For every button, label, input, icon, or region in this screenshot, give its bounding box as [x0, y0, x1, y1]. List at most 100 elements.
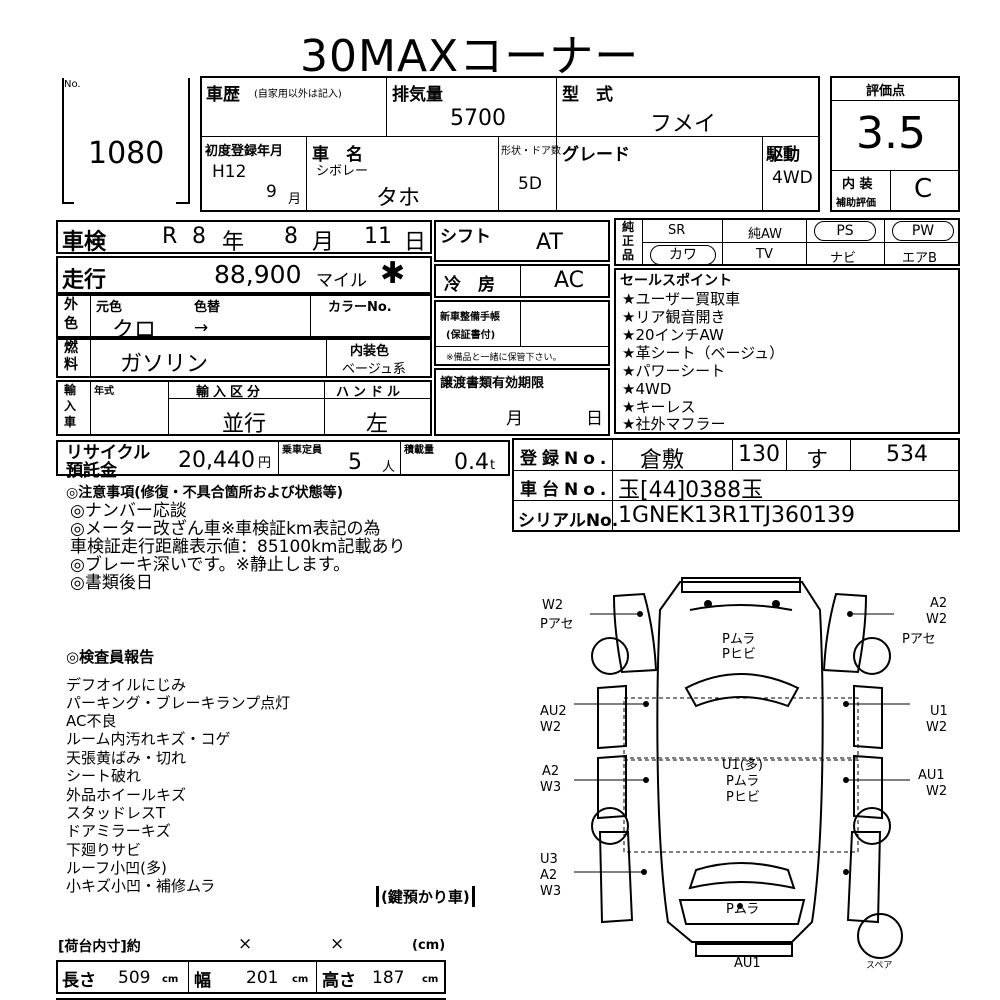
equip-sr: SR [668, 223, 686, 238]
car-model: タホ [376, 186, 421, 211]
diagram-hood-2: Pヒビ [722, 647, 756, 662]
registration-class: 130 [738, 442, 780, 467]
equip-alloy-wheel: 純AW [748, 227, 783, 242]
aircon-label: 冷 房 [444, 275, 495, 295]
inspector-item-7: 外品ホイールキズ [66, 786, 187, 804]
equip-airbag: エアB [902, 251, 937, 266]
transfer-day-unit: 日 [586, 409, 603, 429]
import-label: 輸入車 [64, 383, 77, 429]
first-reg-era: H12 [212, 162, 247, 182]
diagram-hood-1: Pムラ [722, 632, 756, 647]
transfer-box [434, 368, 610, 436]
inspection-year: 8 [192, 224, 206, 249]
lot-number: 1080 [88, 136, 165, 171]
import-type-value: 並行 [222, 412, 267, 437]
sales-point-1: ★ユーザー買取車 [622, 290, 741, 308]
cargo-times-1: × [238, 934, 253, 954]
diagram-bumper: AU1 [734, 956, 761, 971]
color-change-label: 色替 [194, 300, 221, 315]
diagram-rrd-1: AU1 [918, 768, 945, 783]
note-line-1: ◎ナンバー応談 [70, 501, 187, 521]
diagram-lrd-2: W3 [540, 780, 562, 795]
shift-label: シフト [440, 227, 491, 247]
sales-point-2: ★リア観音開き [622, 308, 726, 326]
diagram-lfd-2: W2 [540, 720, 562, 735]
fuel-label: 燃料 [64, 340, 78, 373]
registration-number: 534 [886, 442, 928, 467]
score-box [830, 76, 960, 212]
transfer-label: 譲渡書類有効期限 [440, 376, 545, 391]
equip-tv: TV [756, 247, 773, 262]
sales-point-7: ★キーレス [622, 398, 696, 416]
equip-navi: ナビ [830, 251, 857, 266]
registration-box [512, 438, 960, 532]
note-line-5: ◎書類後日 [70, 573, 153, 593]
inspector-item-8: スタッドレスT [66, 804, 166, 822]
score-label: 評価点 [866, 84, 906, 99]
displacement-value: 5700 [450, 106, 506, 131]
recycle-unit: 円 [258, 456, 272, 471]
mileage-label: 走行 [62, 268, 107, 293]
diagram-lrq-1: U3 [540, 852, 558, 867]
recycle-value: 20,440 [178, 448, 255, 473]
inspection-month: 8 [284, 224, 298, 249]
score-value: 3.5 [856, 108, 926, 159]
drive-label: 駆動 [766, 145, 800, 165]
equipment-label: 純正品 [622, 220, 635, 262]
diagram-spare: スペア [866, 961, 893, 971]
drive-value: 4WD [772, 168, 813, 188]
inspector-item-3: AC不良 [66, 712, 117, 730]
load-value: 0.4 [454, 450, 489, 475]
shift-value: AT [536, 230, 563, 255]
first-reg-month-unit: 月 [288, 192, 302, 207]
vehicle-info-box [200, 76, 820, 212]
recycle-label-1: リサイクル [66, 443, 151, 463]
note-line-2: ◎メーター改ざん車※車検証km表記の為 [70, 519, 381, 539]
width-label: 幅 [194, 971, 211, 991]
sales-points-box [614, 268, 960, 434]
shift-box [434, 220, 610, 262]
inspection-era: R [162, 224, 178, 249]
diagram-roof-3: Pヒビ [726, 790, 760, 805]
doors-value: 5D [518, 174, 542, 194]
color-change-arrow: → [194, 318, 209, 338]
model-type-value: フメイ [650, 112, 717, 137]
diagram-rear: Pムラ [726, 902, 760, 917]
inspection-label: 車検 [62, 230, 107, 255]
inspection-day: 11 [364, 224, 392, 249]
sales-point-8: ★社外マフラー [622, 415, 726, 433]
color-code-label: カラーNo. [328, 300, 392, 315]
diagram-fl-2: Pアセ [540, 617, 574, 632]
new-car-manual-label-2: (保証書付) [446, 330, 496, 341]
handle-label: ハンドル [336, 385, 405, 400]
car-maker: シボレー [316, 164, 369, 179]
registration-label: 登録No. [520, 449, 612, 469]
mileage-unit: マイル [316, 271, 367, 291]
diagram-rfd-1: U1 [930, 704, 948, 719]
first-reg-month: 9 [266, 182, 277, 202]
interior-color-value: ベージュ系 [342, 362, 406, 377]
serial-label: シリアルNo. [518, 511, 619, 531]
inspector-item-9: ドアミラーキズ [66, 822, 171, 840]
history-label: 車歴 [206, 85, 240, 105]
inspection-year-unit: 年 [222, 230, 245, 255]
diagram-lrq-3: W3 [540, 884, 562, 899]
sales-point-4: ★革シート（ベージュ） [622, 344, 785, 362]
capacity-value: 5 [348, 450, 362, 475]
new-car-manual-note: ※備品と一緒に保管下さい。 [446, 353, 562, 363]
mileage-mark: ✱ [380, 256, 406, 291]
length-unit: cm [162, 974, 179, 985]
cargo-times-2: × [330, 934, 345, 954]
inspector-item-5: 天張黄ばみ・切れ [66, 749, 187, 767]
exterior-color-label: 外色 [64, 297, 78, 332]
width-value: 201 [246, 968, 279, 988]
model-type-label: 型 式 [562, 85, 613, 105]
inspection-box [56, 220, 432, 254]
load-unit: t [490, 458, 496, 473]
inspector-item-1: デフオイルにじみ [66, 676, 187, 694]
diagram-fr-3: Pアセ [902, 632, 936, 647]
width-unit: cm [292, 974, 309, 985]
length-label: 長さ [62, 971, 96, 991]
inspection-day-unit: 日 [404, 230, 427, 255]
inspection-month-unit: 月 [312, 230, 335, 255]
